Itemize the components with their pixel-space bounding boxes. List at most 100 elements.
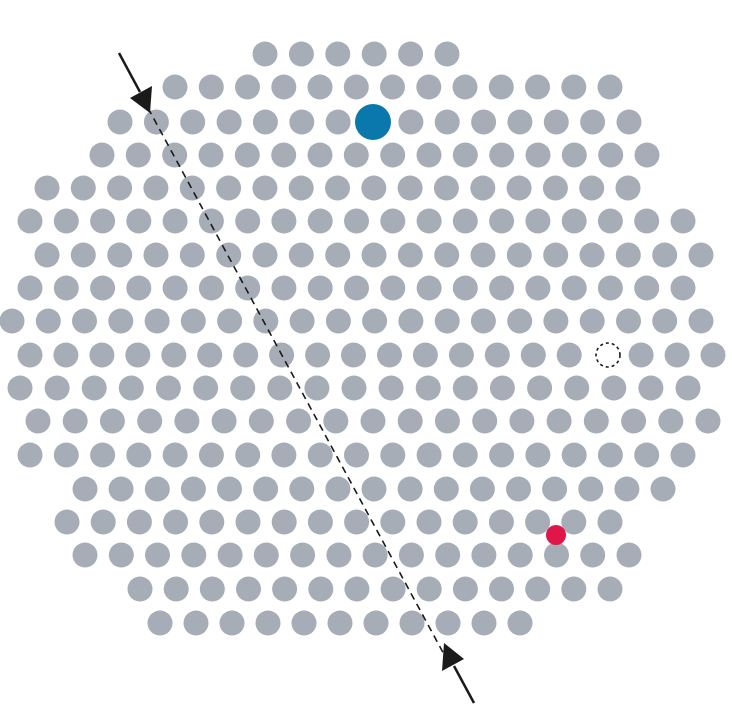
gray-dot [362, 308, 388, 334]
gray-dot [525, 74, 550, 100]
gray-dot [216, 175, 242, 201]
gray-dot [520, 342, 546, 368]
gray-dot [90, 275, 116, 301]
gray-dot [304, 375, 330, 401]
gray-dot [271, 208, 297, 234]
gray-dot [544, 542, 569, 568]
gray-dot [252, 175, 278, 201]
gray-dot [580, 109, 606, 135]
gray-dot [143, 175, 169, 201]
gray-dot [183, 610, 209, 636]
gray-dot [362, 542, 388, 568]
gray-dot [162, 74, 188, 100]
gray-dot [561, 576, 587, 602]
gray-dot [525, 142, 551, 168]
gray-dot [288, 41, 314, 67]
gray-dot [344, 509, 370, 535]
gray-dot [416, 142, 442, 168]
gray-dot [433, 175, 459, 201]
gray-dot [397, 242, 423, 268]
gray-dot [62, 408, 88, 434]
gray-dot [658, 408, 684, 434]
gray-dot [17, 342, 43, 368]
gray-dot [380, 442, 406, 468]
gray-dot [145, 542, 170, 568]
gray-dot [416, 442, 442, 468]
gray-dot [108, 542, 134, 568]
gray-dot [650, 476, 676, 502]
gray-dot [525, 442, 551, 468]
gray-dot [53, 208, 79, 234]
gray-dot [125, 142, 151, 168]
gray-dot [325, 308, 351, 334]
gray-dot [525, 576, 551, 602]
gray-dot [307, 442, 333, 468]
gray-dot [307, 509, 333, 535]
small-highlight-dot [546, 525, 566, 545]
gray-dot [561, 142, 587, 168]
gray-dot [344, 442, 369, 468]
gray-dot [252, 41, 278, 67]
top-arrow-icon [130, 86, 152, 113]
gray-dot [614, 476, 640, 502]
gray-dot [53, 442, 79, 468]
gray-dot [137, 408, 163, 434]
gray-dot [435, 542, 461, 568]
gray-dot [125, 342, 151, 368]
gray-dot [180, 476, 206, 502]
gray-dot [398, 308, 424, 334]
gray-dot [180, 109, 206, 135]
gray-dot [675, 375, 701, 401]
gray-dot [305, 342, 331, 368]
gray-dot [507, 308, 533, 334]
gray-dot [288, 175, 314, 201]
gray-dot [198, 142, 224, 168]
gray-dot [489, 208, 515, 234]
gray-dot [235, 275, 261, 301]
gray-dot [433, 476, 459, 502]
gray-dot [235, 442, 261, 468]
gray-dot [380, 208, 406, 234]
gray-dot [235, 509, 261, 535]
gray-dot [452, 142, 478, 168]
large-highlight-dot [355, 104, 391, 140]
gray-dot [507, 109, 533, 135]
gray-dot [308, 576, 334, 602]
gray-dot [377, 342, 402, 368]
gray-dot [488, 509, 514, 535]
gray-dot [179, 242, 205, 268]
gray-dot [361, 476, 387, 502]
gray-dot [579, 308, 605, 334]
gray-dot [252, 109, 278, 135]
gray-dot [543, 242, 569, 268]
gray-dot [344, 275, 369, 301]
gray-dot [90, 509, 116, 535]
gray-dot [412, 342, 438, 368]
gray-dot [34, 175, 60, 201]
gray-dot [162, 208, 188, 234]
gray-dot [118, 375, 144, 401]
gray-dot [416, 576, 442, 602]
gray-dot [290, 542, 316, 568]
gray-dot [162, 442, 188, 468]
gray-dot [126, 509, 152, 535]
gray-dot [434, 242, 460, 268]
gray-dot [398, 542, 424, 568]
gray-dot [198, 208, 224, 234]
gray-dot [579, 242, 605, 268]
gray-dot [546, 408, 572, 434]
gray-dot [53, 342, 79, 368]
gray-dot [506, 476, 531, 502]
gray-dot [542, 476, 568, 502]
gray-dot [288, 242, 314, 268]
gray-dot [616, 542, 642, 568]
gray-dot [99, 408, 125, 434]
gray-dot [634, 442, 660, 468]
gray-dot [638, 375, 664, 401]
gray-dot [211, 408, 237, 434]
gray-dot [162, 275, 188, 301]
gray-dot [363, 610, 389, 636]
gray-dot [597, 275, 623, 301]
gray-dot [509, 408, 535, 434]
gray-dot [341, 375, 367, 401]
